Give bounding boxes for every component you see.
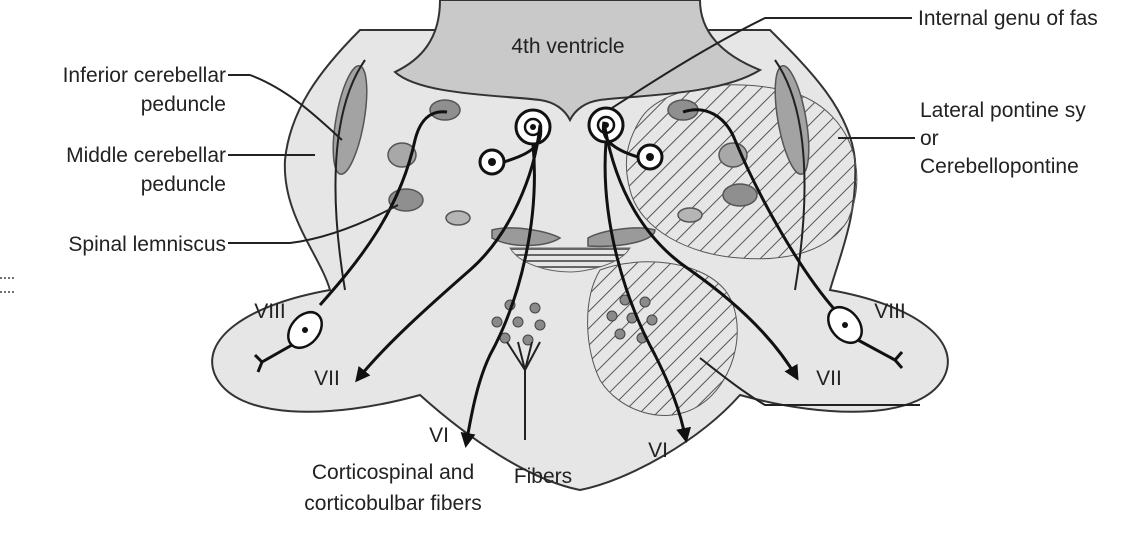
inferior-cerebellar-peduncle-left bbox=[332, 65, 368, 175]
label-inferior-cerebellar-2: peduncle bbox=[141, 93, 226, 116]
vii-nerve-right bbox=[601, 121, 799, 381]
middle-cerebellar-peduncle-line-right bbox=[774, 59, 806, 291]
viii-ganglion-right bbox=[827, 305, 904, 369]
viii-nerve-right bbox=[682, 108, 837, 311]
leader-spinal-lemniscus bbox=[228, 204, 399, 244]
label-inferior-cerebellar-1: Inferior cerebellar bbox=[63, 64, 226, 87]
nerve-label-vi-left: VI bbox=[429, 424, 449, 447]
label-middle-cerebellar-2: peduncle bbox=[141, 173, 226, 196]
facial-motor-nucleus-right bbox=[636, 143, 664, 171]
label-lateral-pontine-2: or bbox=[920, 127, 939, 150]
leader-internal-genu bbox=[611, 17, 912, 109]
label-middle-cerebellar-1: Middle cerebellar bbox=[66, 144, 226, 167]
facial-motor-nucleus-left bbox=[478, 148, 506, 176]
label-lateral-pontine-1: Lateral pontine sy bbox=[920, 99, 1086, 122]
basal-pons-lesion bbox=[587, 261, 738, 416]
label-fibers: Fibers bbox=[514, 465, 572, 488]
label-lateral-pontine-3: Cerebellopontine bbox=[920, 155, 1079, 178]
label-internal-genu: Internal genu of fas bbox=[918, 7, 1098, 30]
fibers-pointer bbox=[506, 341, 541, 440]
label-corticospinal-1: Corticospinal and bbox=[312, 461, 474, 484]
ventricle-label: 4th ventricle bbox=[511, 35, 624, 58]
medial-lemniscus-left bbox=[491, 227, 562, 247]
nerve-label-viii-right: VIII bbox=[874, 300, 906, 323]
vi-nerve-left bbox=[460, 143, 536, 448]
label-corticospinal-2: corticobulbar fibers bbox=[304, 492, 481, 515]
dotted-mark bbox=[0, 277, 16, 293]
label-spinal-lemniscus: Spinal lemniscus bbox=[68, 233, 226, 256]
small-nucleus-left bbox=[445, 210, 471, 226]
nerve-label-vi-right: VI bbox=[648, 439, 668, 462]
nerve-label-vii-right: VII bbox=[816, 367, 842, 390]
small-nucleus-right bbox=[677, 207, 703, 223]
middle-cerebellar-peduncle-line-left bbox=[334, 59, 366, 291]
leader-inferior-cerebellar bbox=[228, 74, 343, 141]
vi-nerve-right bbox=[603, 141, 691, 443]
leader-basal-lesion bbox=[699, 357, 920, 406]
inferior-cerebellar-peduncle-right bbox=[774, 65, 810, 175]
vii-nerve-left bbox=[355, 124, 543, 383]
nerve-label-viii-left: VIII bbox=[254, 300, 286, 323]
fourth-ventricle bbox=[393, 0, 763, 123]
medial-lemniscus-right bbox=[587, 227, 656, 248]
lateral-pontine-lesion bbox=[625, 84, 858, 260]
vestibular-nucleus-left bbox=[429, 99, 461, 121]
abducens-nucleus-left bbox=[514, 108, 552, 146]
viii-ganglion-left bbox=[253, 310, 323, 373]
nerve-label-vii-left: VII bbox=[314, 367, 340, 390]
spinal-lemniscus-right bbox=[722, 183, 758, 207]
viii-nerve-left bbox=[318, 110, 448, 306]
